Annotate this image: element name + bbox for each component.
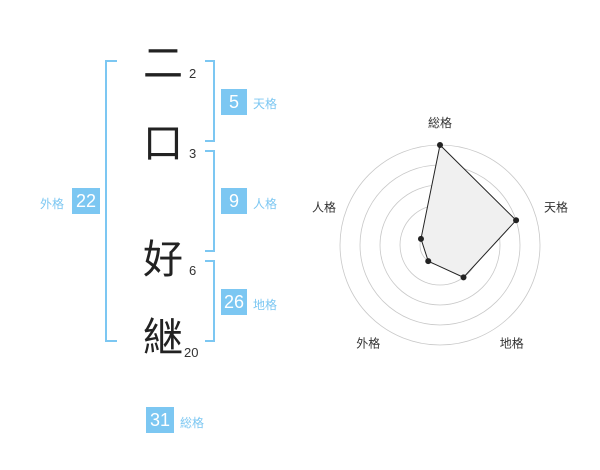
stroke-count-1: 2 (189, 66, 197, 81)
gaikaku-value-badge: 22 (72, 188, 100, 214)
tenkaku-bracket (205, 60, 215, 142)
stroke-count-4: 20 (184, 345, 199, 360)
chikaku-value-badge: 26 (221, 289, 247, 315)
name-char-2: 口 (143, 121, 183, 167)
stroke-count-3: 6 (189, 263, 197, 278)
radar-point (437, 142, 443, 148)
radar-axis-label: 外格 (356, 336, 380, 351)
stroke-count-2: 3 (189, 146, 197, 161)
gaikaku-label: 外格 (40, 197, 65, 211)
radar-point (460, 274, 467, 281)
radar-area (420, 143, 517, 278)
jinkaku-bracket (205, 150, 215, 252)
chikaku-bracket (205, 260, 215, 342)
soukaku-label: 総格 (180, 416, 205, 430)
radar-axis-label: 地格 (500, 336, 524, 351)
radar-point (425, 258, 432, 265)
jinkaku-value-badge: 9 (221, 188, 247, 214)
radar-point (417, 235, 424, 242)
gaikaku-bracket (105, 60, 117, 342)
radar-axis-label: 人格 (312, 199, 336, 214)
radar-point (513, 217, 520, 224)
jinkaku-label: 人格 (253, 197, 278, 211)
name-char-4: 継 (143, 315, 183, 361)
tenkaku-label: 天格 (253, 97, 278, 111)
radar-axis-label: 天格 (544, 199, 568, 214)
chikaku-label: 地格 (253, 298, 278, 312)
name-char-3: 好 (143, 237, 183, 283)
tenkaku-value-badge: 5 (221, 89, 247, 115)
soukaku-value-badge: 31 (146, 407, 174, 433)
radar-axis-label: 総格 (428, 115, 452, 130)
name-char-1: 二 (143, 41, 183, 87)
